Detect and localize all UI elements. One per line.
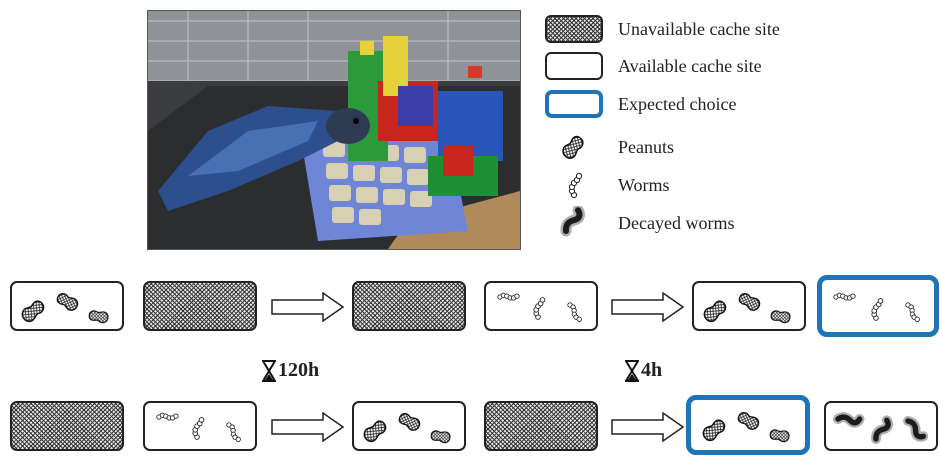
- cache-site-unavailable: [10, 401, 124, 451]
- cache-site-decayed-worms: [824, 401, 938, 451]
- photo-scrub-jay-caching: [147, 10, 521, 250]
- cache-site-unavailable: [143, 281, 257, 331]
- cache-site-peanuts-expected: [686, 395, 810, 455]
- legend-available: Available cache site: [541, 50, 762, 82]
- cache-site-peanuts: [692, 281, 806, 331]
- legend-unavailable: Unavailable cache site: [541, 13, 780, 45]
- cache-site-peanuts: [352, 401, 466, 451]
- cache-site-unavailable: [484, 401, 598, 451]
- hourglass-icon: [262, 359, 276, 382]
- legend-label: Unavailable cache site: [618, 18, 780, 39]
- legend-label: Peanuts: [618, 136, 674, 157]
- peanut-icon: [541, 131, 607, 163]
- worm-icon: [541, 169, 607, 201]
- timer-label: 4h: [641, 359, 663, 381]
- hatched-box-icon: [541, 13, 607, 45]
- timer-4h: 4h: [625, 359, 662, 382]
- timer-label: 120h: [278, 359, 320, 381]
- arrow-icon: [271, 412, 345, 442]
- legend-peanuts: Peanuts: [541, 131, 674, 163]
- legend-label: Available cache site: [618, 55, 762, 76]
- legend-expected: Expected choice: [541, 88, 736, 120]
- legend-label: Decayed worms: [618, 212, 735, 233]
- timer-120h: 120h: [262, 359, 319, 382]
- cache-site-worms: [484, 281, 598, 331]
- arrow-icon: [611, 412, 685, 442]
- cache-site-worms: [143, 401, 257, 451]
- blue-box-icon: [541, 88, 607, 120]
- cache-site-worms-expected: [817, 275, 939, 337]
- cache-site-peanuts: [10, 281, 124, 331]
- hourglass-icon: [625, 359, 639, 382]
- cache-site-unavailable: [352, 281, 466, 331]
- decayed-worm-icon: [541, 207, 607, 239]
- legend-worms: Worms: [541, 169, 670, 201]
- legend-label: Worms: [618, 174, 670, 195]
- arrow-icon: [271, 292, 345, 322]
- legend-label: Expected choice: [618, 93, 737, 114]
- empty-box-icon: [541, 50, 607, 82]
- arrow-icon: [611, 292, 685, 322]
- legend-decayed: Decayed worms: [541, 207, 734, 239]
